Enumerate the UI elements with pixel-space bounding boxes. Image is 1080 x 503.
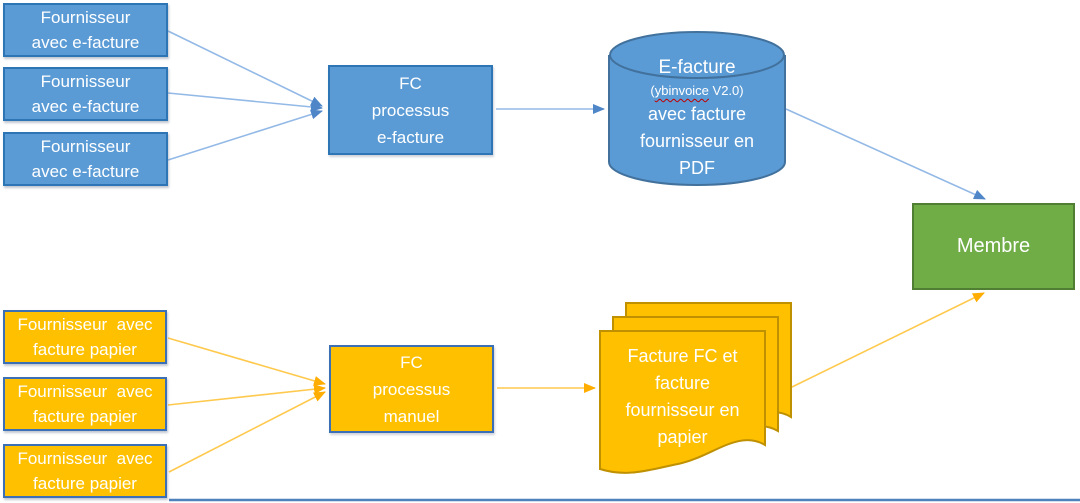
arrow-documents-to-member: [791, 292, 985, 388]
efacture-supplier-label: Fournisseur avec e-facture: [31, 8, 140, 52]
arrow-esupplier2-to-eprocess: [167, 92, 323, 112]
arrow-datastore-to-member: [785, 108, 986, 200]
paper-supplier-label: Fournisseur avec facture papier: [17, 449, 153, 493]
paper-process-box: FC processus manuel: [329, 345, 494, 433]
efacture-process-label: FC processus e-facture: [371, 73, 450, 147]
efacture-supplier-label: Fournisseur avec e-facture: [31, 137, 140, 181]
efacture-supplier-box-1: Fournisseur avec e-facture: [3, 3, 168, 57]
efacture-supplier-box-3: Fournisseur avec e-facture: [3, 132, 168, 186]
paper-supplier-box-3: Fournisseur avec facture papier: [3, 444, 167, 498]
version-word-misspelled: ybinvoice: [654, 83, 709, 98]
arrow-esupplier1-to-eprocess: [167, 30, 323, 107]
datastore-body: avec facture fournisseur en PDF: [639, 104, 755, 178]
paper-supplier-box-1: Fournisseur avec facture papier: [3, 310, 167, 364]
document-sheet-front: [599, 330, 766, 474]
arrow-psupplier3-to-pprocess: [168, 391, 326, 473]
paper-process-label: FC processus manuel: [372, 352, 451, 426]
member-box: Membre: [912, 203, 1075, 290]
efacture-supplier-label: Fournisseur avec e-facture: [31, 72, 140, 116]
arrow-psupplier2-to-pprocess: [167, 384, 326, 406]
efacture-datastore-text: E-facture (ybinvoice V2.0) avec facture …: [609, 38, 785, 185]
version-rest: V2.0): [708, 83, 744, 98]
paper-supplier-label: Fournisseur avec facture papier: [17, 382, 153, 426]
datastore-title: E-facture: [658, 57, 736, 78]
datastore-version: (ybinvoice V2.0): [650, 81, 743, 101]
member-label: Membre: [956, 235, 1031, 257]
efacture-supplier-box-2: Fournisseur avec e-facture: [3, 67, 168, 121]
efacture-process-box: FC processus e-facture: [328, 65, 493, 155]
paper-documents-shape: [599, 302, 792, 474]
arrow-esupplier3-to-eprocess: [167, 109, 323, 161]
efacture-datastore-shape: [608, 31, 786, 186]
paper-documents-label: Facture FC et facture fournisseur en pap…: [625, 346, 740, 447]
version-open: (: [650, 83, 655, 98]
paper-supplier-label: Fournisseur avec facture papier: [17, 315, 153, 359]
arrow-psupplier1-to-pprocess: [167, 337, 326, 386]
paper-documents-text: Facture FC et facture fournisseur en pap…: [600, 331, 765, 463]
paper-supplier-box-2: Fournisseur avec facture papier: [3, 377, 167, 431]
datastore-top-ellipse: [609, 31, 785, 79]
